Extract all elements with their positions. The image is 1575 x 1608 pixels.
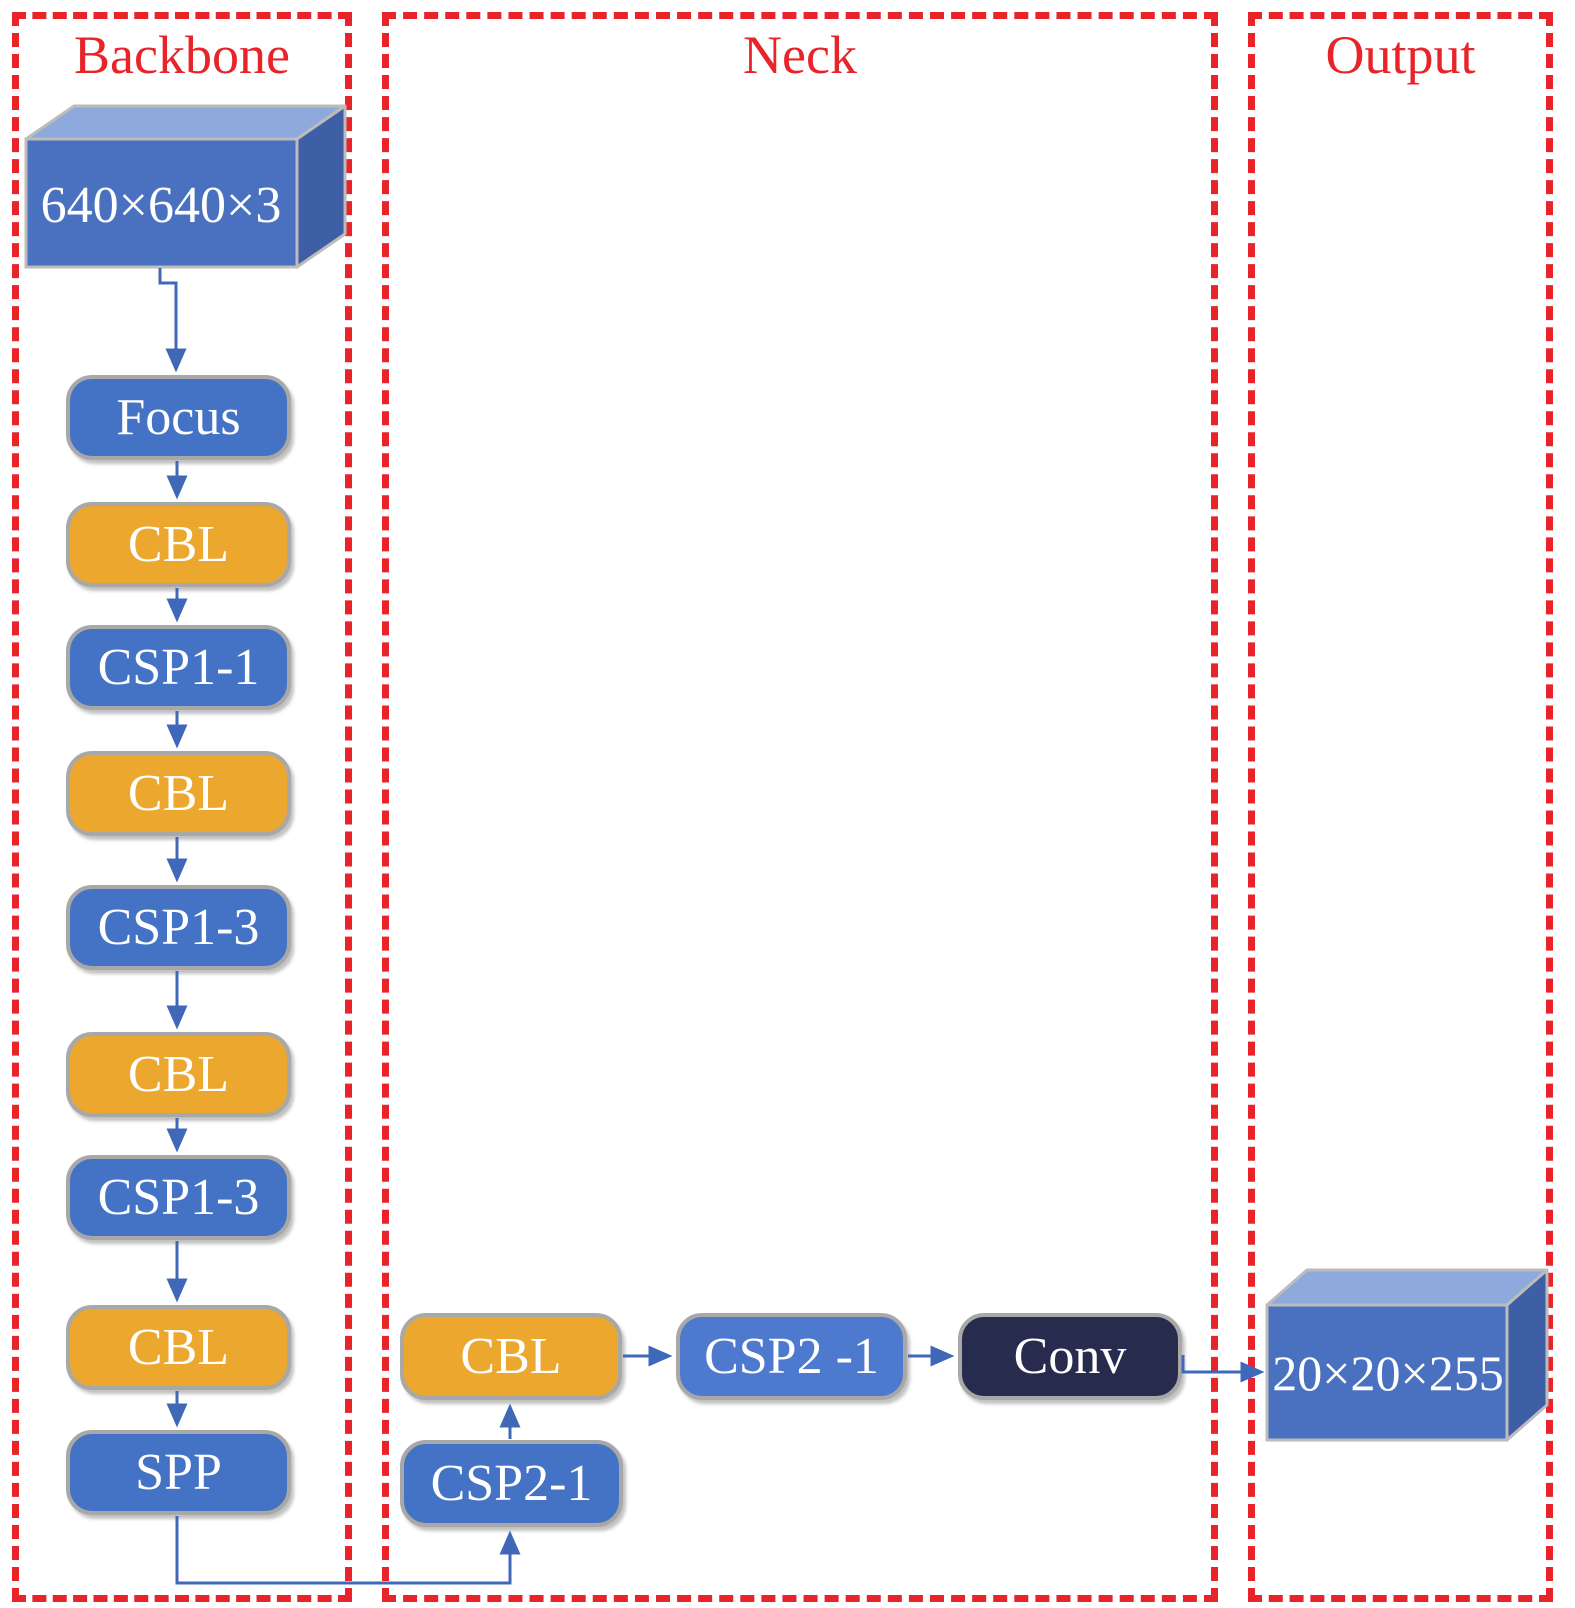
block-csp1-3a-label: CSP1-3 [97,898,260,956]
block-cbl-1: CBL [66,502,291,587]
block-cbl-3-label: CBL [127,1045,230,1103]
output-panel: Output [1248,12,1553,1602]
backbone-panel: Backbone [12,12,352,1602]
input-tensor-top-face [24,104,347,141]
block-csp2-1-row-label: CSP2 -1 [704,1327,879,1385]
block-csp1-3b-label: CSP1-3 [97,1168,260,1226]
neck-panel-title: Neck [743,25,857,85]
input-tensor-front-face [24,137,299,269]
block-cbl-1-label: CBL [127,515,230,573]
block-spp: SPP [66,1430,291,1515]
block-csp2-1-lower-label: CSP2-1 [430,1454,593,1512]
block-spp-label: SPP [135,1443,222,1501]
block-cbl-4: CBL [66,1305,291,1390]
block-cbl-2-label: CBL [127,764,230,822]
block-csp1-3a: CSP1-3 [66,885,291,970]
block-focus: Focus [66,375,291,460]
output-tensor-label: 20×20×255 [1272,1345,1503,1401]
input-tensor-box: 640×640×3 [24,104,347,269]
block-conv: Conv [958,1313,1182,1400]
block-cbl-4-label: CBL [127,1318,230,1376]
backbone-panel-title: Backbone [74,25,290,85]
block-csp1-1-label: CSP1-1 [97,638,260,696]
block-csp2-1-lower: CSP2-1 [400,1440,623,1527]
output-tensor-top-face [1265,1268,1549,1307]
neck-panel: Neck [382,12,1218,1602]
block-cbl-2: CBL [66,751,291,836]
block-conv-label: Conv [1013,1327,1127,1385]
block-csp2-1-row: CSP2 -1 [676,1313,907,1400]
block-csp1-1: CSP1-1 [66,625,291,710]
block-cbl-neck: CBL [400,1313,622,1400]
block-cbl-3: CBL [66,1032,291,1117]
block-csp1-3b: CSP1-3 [66,1155,291,1240]
input-tensor-label: 640×640×3 [41,177,282,234]
block-cbl-neck-label: CBL [460,1327,562,1385]
output-tensor-box: 20×20×255 [1265,1268,1549,1442]
output-tensor-front-face [1265,1303,1509,1442]
output-panel-title: Output [1325,25,1476,85]
block-focus-label: Focus [116,388,241,446]
